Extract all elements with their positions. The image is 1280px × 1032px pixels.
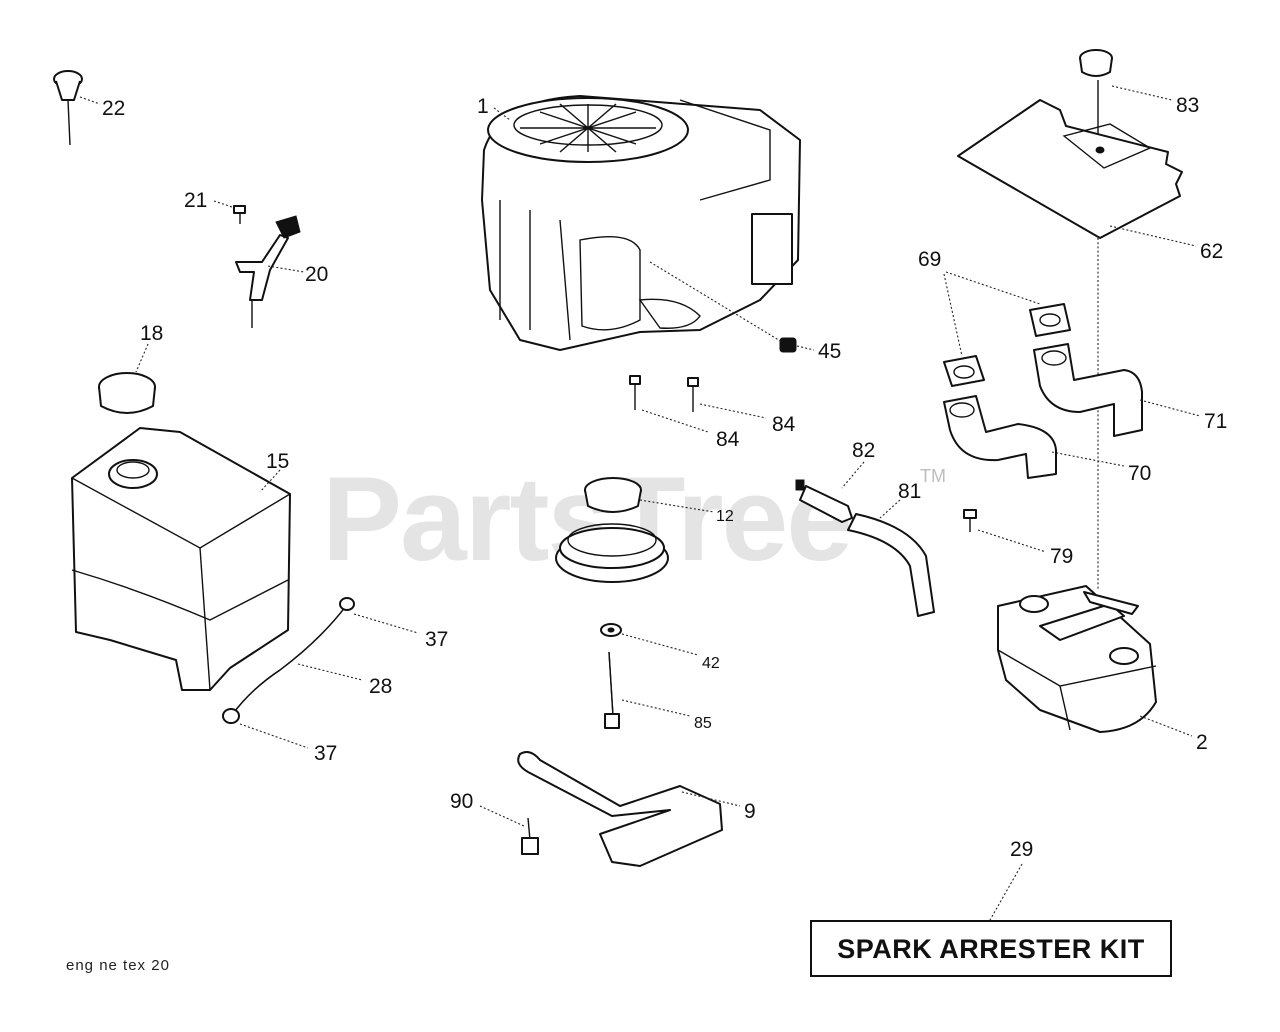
callout-37-lower: 37: [314, 742, 337, 765]
callout-28: 28: [369, 675, 392, 698]
part-85-bolt[interactable]: [604, 651, 620, 729]
callout-81: 81: [898, 480, 921, 503]
part-70-exhaust-pipe[interactable]: [943, 395, 1057, 479]
callout-82: 82: [852, 439, 875, 462]
callout-90: 90: [450, 790, 473, 813]
watermark-trademark: TM: [920, 466, 946, 486]
callout-62: 62: [1200, 240, 1223, 263]
part-18-fuel-cap[interactable]: [98, 372, 156, 414]
part-12-pulley[interactable]: [555, 477, 669, 583]
callout-9: 9: [744, 800, 756, 823]
part-15-fuel-tank[interactable]: [71, 427, 291, 691]
callout-85: 85: [694, 715, 712, 732]
callout-15: 15: [266, 450, 289, 473]
callout-79: 79: [1050, 545, 1073, 568]
part-28-fuel-line[interactable]: [231, 605, 347, 716]
callout-21: 21: [184, 189, 207, 212]
part-37-clamp-upper[interactable]: [339, 597, 355, 611]
spark-arrester-kit-label: SPARK ARRESTER KIT: [837, 934, 1145, 964]
part-71-exhaust-pipe[interactable]: [1033, 343, 1143, 437]
part-69-gasket-upper[interactable]: [1029, 303, 1071, 337]
spark-arrester-kit-box[interactable]: SPARK ARRESTER KIT: [810, 920, 1172, 977]
callout-20: 20: [305, 263, 328, 286]
part-42-washer[interactable]: [600, 623, 622, 637]
callout-42: 42: [702, 655, 720, 672]
part-84-bolt-left[interactable]: [629, 375, 641, 410]
callout-2: 2: [1196, 731, 1208, 754]
callout-69: 69: [918, 248, 941, 271]
callout-70: 70: [1128, 462, 1151, 485]
part-9-bracket[interactable]: [517, 751, 723, 867]
callout-37-upper: 37: [425, 628, 448, 651]
callout-45: 45: [818, 340, 841, 363]
part-20-choke-bracket[interactable]: [235, 215, 301, 328]
callout-22: 22: [102, 97, 125, 120]
part-2-muffler[interactable]: [997, 585, 1157, 733]
part-81-hose[interactable]: [847, 513, 935, 617]
part-37-clamp-lower[interactable]: [222, 708, 240, 724]
part-84-bolt-right[interactable]: [687, 377, 699, 412]
part-69-gasket-lower[interactable]: [943, 355, 985, 387]
callout-12: 12: [716, 508, 734, 525]
part-82-fitting[interactable]: [795, 479, 853, 523]
part-45-plug[interactable]: [779, 337, 797, 353]
part-21-screw[interactable]: [233, 205, 246, 224]
callout-18: 18: [140, 322, 163, 345]
callout-83: 83: [1176, 94, 1199, 117]
part-1-engine[interactable]: [481, 95, 801, 351]
callout-84-right: 84: [772, 413, 796, 436]
diagram-reference-code: eng ne tex 20: [66, 957, 170, 974]
callout-29: 29: [1010, 838, 1033, 861]
part-62-heat-shield[interactable]: [957, 99, 1183, 239]
part-79-screw[interactable]: [963, 509, 977, 532]
callout-71: 71: [1204, 410, 1227, 433]
callout-84-left: 84: [716, 428, 740, 451]
callout-1: 1: [477, 95, 489, 118]
part-90-bolt[interactable]: [521, 817, 539, 855]
part-22-knob-pin[interactable]: [53, 70, 83, 146]
